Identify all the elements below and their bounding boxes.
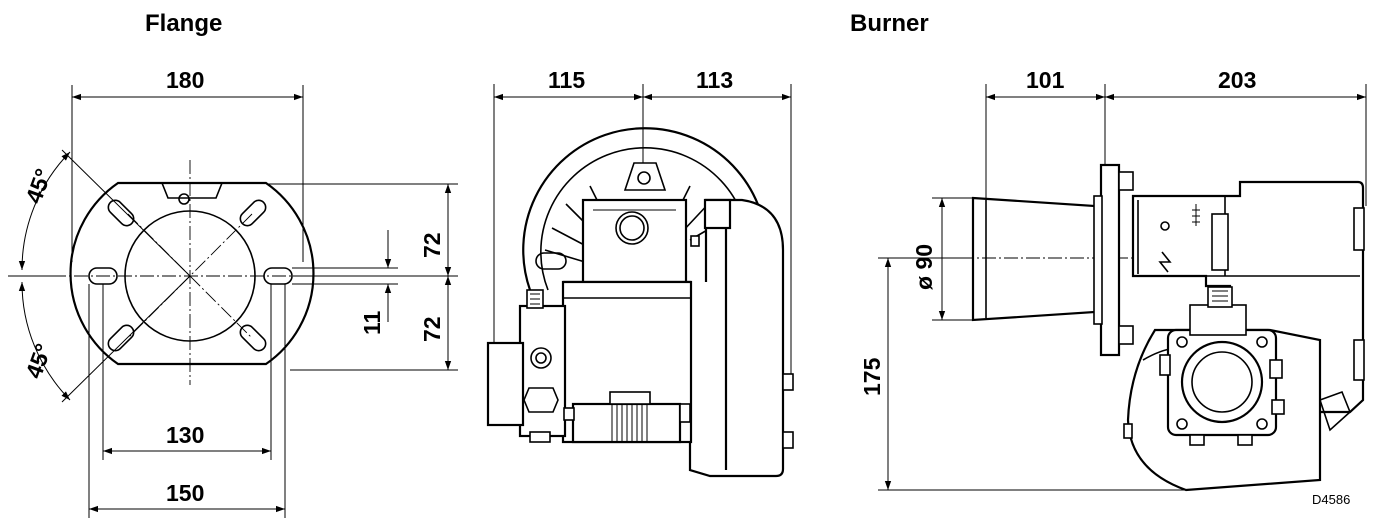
dim-flange-45-upper: 45° — [20, 165, 56, 207]
dim-flange-180: 180 — [166, 67, 204, 93]
flange-plate — [69, 181, 315, 366]
flange-top-notch — [161, 182, 223, 199]
blast-tube — [971, 196, 1097, 322]
flange-slot-bottom-right — [239, 324, 267, 352]
dim-flange-11: 11 — [359, 310, 385, 335]
dim-side-175: 175 — [859, 357, 885, 396]
dim-flange-130: 130 — [166, 422, 204, 448]
burner-title: Burner — [850, 10, 929, 37]
dim-flange-72-lower: 72 — [419, 316, 445, 342]
dim-flange-72-upper: 72 — [419, 232, 445, 258]
flange-view: 180 45° 45° 72 72 11 130 150 — [8, 67, 458, 518]
fuel-pump — [518, 304, 567, 438]
burner-front-view: 115 113 — [486, 67, 794, 478]
dim-flange-45-lower: 45° — [20, 340, 56, 382]
side-flange — [1099, 163, 1121, 357]
dim-front-113: 113 — [696, 67, 733, 93]
dim-side-203: 203 — [1218, 67, 1256, 93]
flange-slot-top-left — [107, 199, 135, 227]
flange-slot-bottom-left — [107, 324, 135, 352]
dim-side-101: 101 — [1026, 67, 1065, 93]
flange-slot-right — [263, 267, 293, 285]
drawing-reference: D4586 — [1312, 492, 1350, 507]
front-housing — [563, 198, 785, 478]
flange-title: Flange — [145, 10, 222, 37]
motor-block — [581, 198, 688, 294]
dim-flange-150: 150 — [166, 480, 204, 506]
dim-front-115: 115 — [548, 67, 585, 93]
burner-side-view: 101 203 ø 90 175 D4586 — [859, 67, 1367, 507]
dim-side-diameter-90: ø 90 — [911, 244, 937, 290]
flange-slot-top-right — [239, 199, 267, 227]
